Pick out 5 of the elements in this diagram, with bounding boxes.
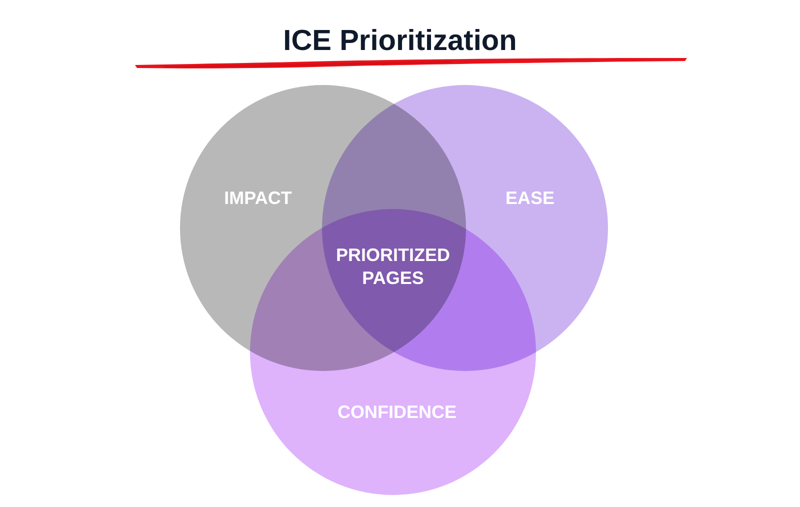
diagram-title: ICE Prioritization bbox=[283, 24, 517, 58]
circle-label: IMPACT bbox=[224, 187, 292, 209]
circle-label: EASE bbox=[505, 187, 555, 209]
intersection-label: PRIORITIZED PAGES bbox=[334, 244, 451, 290]
circle-label: CONFIDENCE bbox=[338, 401, 456, 423]
